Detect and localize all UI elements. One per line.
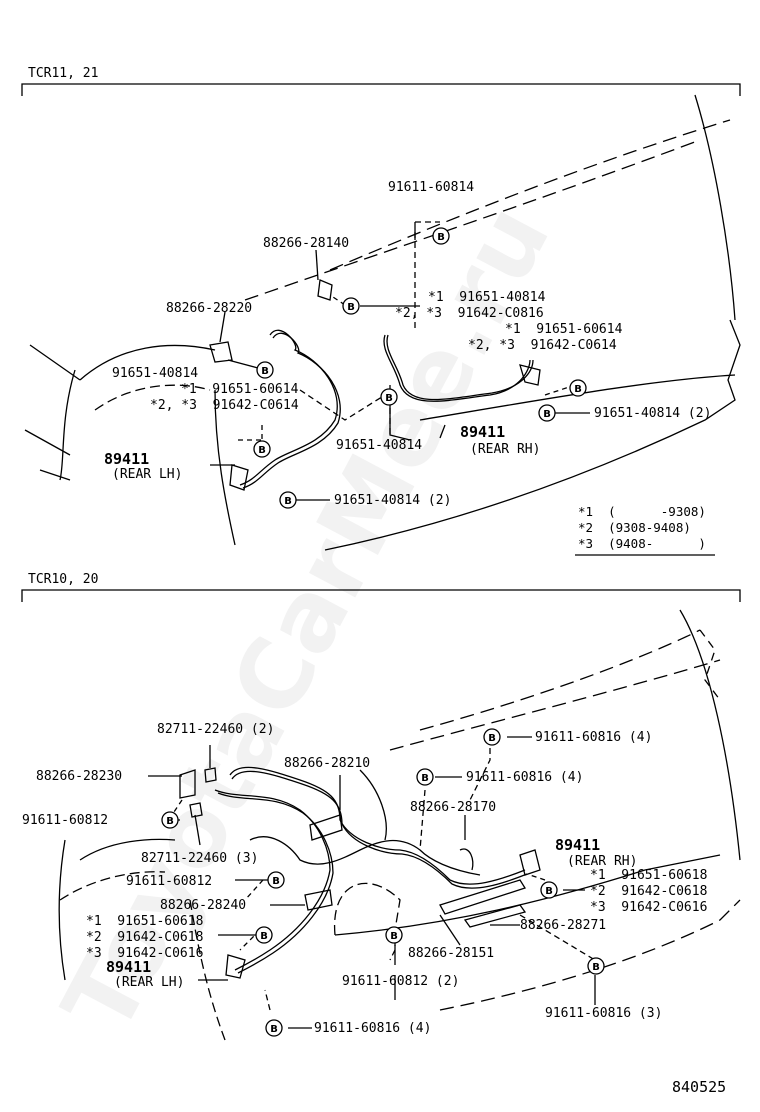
top-rh-wire (386, 334, 534, 401)
part-label: 91611-60812 (2) (342, 974, 460, 989)
part-label: *2, *3 91642-C0614 (468, 338, 617, 353)
part-label: 91611-60812 (22, 813, 109, 828)
bottom-body-outline (419, 629, 701, 731)
part-label: 91651-40814 (2) (594, 406, 712, 421)
part-label: *3 91642-C0616 (590, 900, 708, 915)
part-subtitle: (REAR RH) (470, 442, 541, 457)
part-number-89411-rh: 89411 (460, 423, 506, 441)
top-lh-bracket (209, 341, 233, 363)
legend-row: *3 (9408- ) (578, 536, 706, 551)
bottom-harness (359, 769, 387, 841)
part-label: 82711-22460 (3) (141, 851, 259, 866)
part-label: *1 91651-60614 (181, 382, 299, 397)
top-wheel-arch (24, 344, 81, 481)
bottom-harness (439, 879, 526, 915)
top-wheel-arch (214, 389, 236, 546)
part-label: 91651-40814 (112, 366, 199, 381)
section-title-tcr11-21: TCR11, 21 (28, 66, 99, 81)
legend-row: *2 (9308-9408) (578, 520, 691, 535)
part-label: 91611-60816 (3) (545, 1006, 663, 1021)
part-label: 88266-28210 (284, 756, 371, 771)
bottom-wheel-arch (334, 882, 401, 936)
legend-row: *1 ( -9308) (578, 504, 706, 519)
top-body-outline (419, 374, 736, 421)
bottom-harness (229, 766, 526, 885)
bottom-body-outline (334, 854, 721, 936)
top-lh-sensor (229, 464, 249, 491)
part-subtitle: (REAR LH) (112, 467, 183, 482)
top-body-outline (329, 119, 731, 271)
part-label: 91611-60816 (4) (466, 770, 584, 785)
top-body-outline (59, 369, 76, 481)
part-label: 91611-60816 (4) (535, 730, 653, 745)
part-label: *1 91651-60618 (86, 914, 204, 929)
part-label: 88266-28140 (263, 236, 350, 251)
top-wheel-arch (79, 344, 216, 381)
bottom-harness (463, 904, 527, 928)
bottom-harness (179, 769, 196, 799)
top-rh-sensor (519, 364, 541, 386)
bottom-harness (217, 792, 334, 974)
bottom-wheel-arch (189, 899, 226, 1041)
part-subtitle: (REAR RH) (567, 854, 638, 869)
part-label: 82711-22460 (2) (157, 722, 275, 737)
top-wheel-arch (94, 384, 211, 411)
top-body-outline (324, 319, 741, 551)
part-label: *1 91651-60614 (505, 322, 623, 337)
diagram-code: 840525 (672, 1078, 727, 1096)
part-label: 91611-60812 (126, 874, 213, 889)
top-body-outline (244, 139, 701, 301)
section-title-tcr10-20: TCR10, 20 (28, 572, 99, 587)
bottom-body-outline (679, 609, 741, 861)
bottom-harness (204, 767, 217, 783)
part-label: 88266-28230 (36, 769, 123, 784)
part-label: 88266-28271 (520, 918, 607, 933)
part-number-89411-lh: 89411 (104, 450, 150, 468)
part-number-89411-rh: 89411 (555, 836, 601, 854)
part-label: *2 91642-C0618 (590, 884, 708, 899)
top-body-outline (694, 94, 736, 321)
bottom-harness (214, 789, 331, 971)
top-rh-wire (383, 334, 531, 402)
part-label: 88266-28220 (166, 301, 253, 316)
bottom-wheel-arch (59, 871, 166, 901)
top-section-frame (21, 83, 741, 96)
bottom-harness (459, 848, 474, 871)
part-label: *3 91642-C0616 (86, 946, 204, 961)
bottom-body-outline (389, 659, 721, 751)
bottom-wheel-arch (58, 839, 66, 981)
part-subtitle: (REAR LH) (114, 975, 185, 990)
bottom-harness (189, 802, 203, 818)
top-rh-clamp (317, 279, 333, 301)
part-number-89411-lh: 89411 (106, 958, 152, 976)
part-label: 88266-28170 (410, 800, 497, 815)
part-label: *2, *3 91642-C0816 (395, 306, 544, 321)
bottom-harness (519, 849, 541, 876)
bottom-harness (231, 770, 528, 889)
top-lh-wire (239, 329, 338, 486)
part-label: 91651-40814 (336, 438, 423, 453)
part-label: 88266-28240 (160, 898, 247, 913)
part-label: 91611-60816 (4) (314, 1021, 432, 1036)
bottom-wheel-arch (79, 838, 176, 861)
part-label: *2 91642-C0618 (86, 930, 204, 945)
part-label: 91611-60814 (388, 180, 475, 195)
part-label: *1 91651-60618 (590, 868, 708, 883)
bottom-harness (225, 954, 246, 979)
part-label: 91651-40814 (2) (334, 493, 452, 508)
bottom-harness (249, 836, 481, 876)
part-label: 88266-28151 (408, 946, 495, 961)
bottom-harness (304, 889, 333, 911)
part-label: *1 91651-40814 (428, 290, 546, 305)
date-legend: *1 ( -9308)*2 (9308-9408)*3 (9408- ) (578, 504, 706, 552)
part-label: *2, *3 91642-C0614 (150, 398, 299, 413)
bottom-section-frame (21, 589, 741, 602)
top-lh-wire (242, 332, 341, 489)
bottom-harness (309, 814, 343, 841)
